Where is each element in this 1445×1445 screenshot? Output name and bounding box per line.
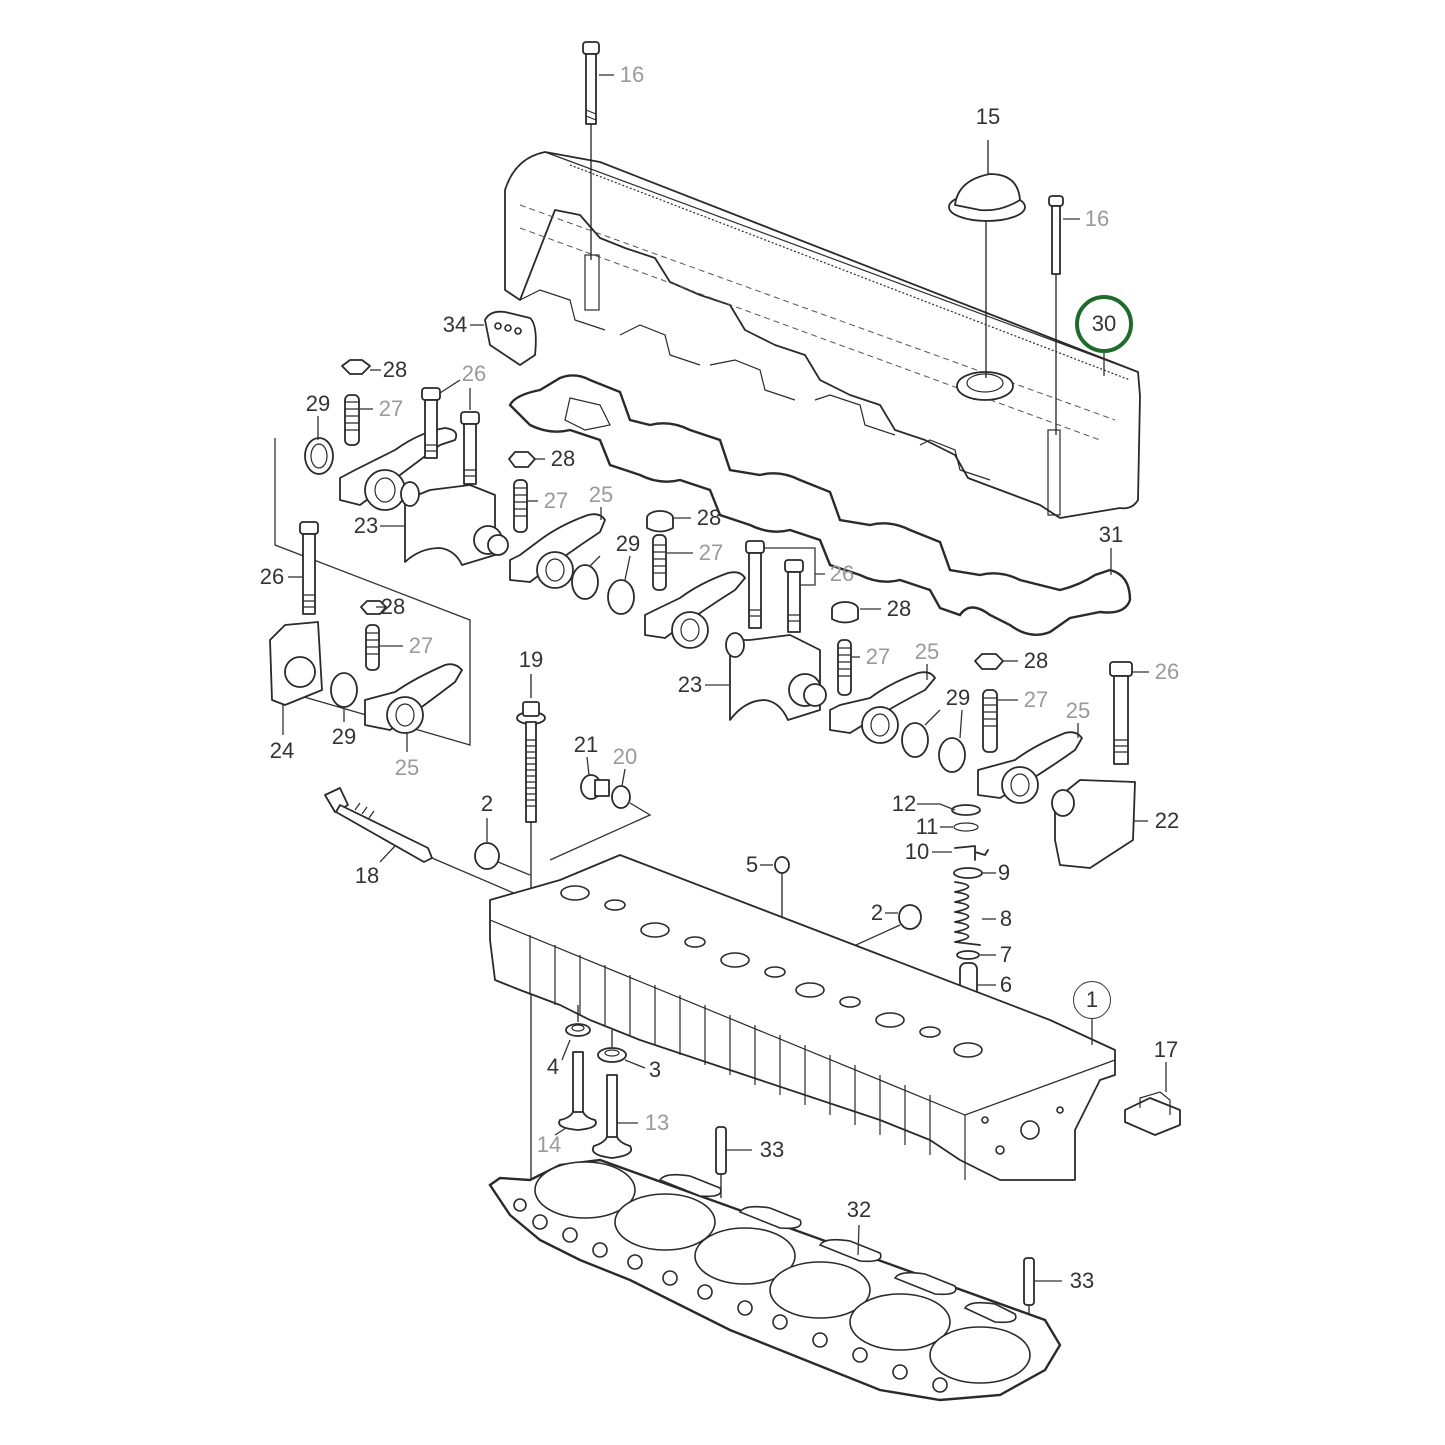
callout-guide-pin: 33: [1069, 1268, 1095, 1293]
callout-valve-spring: 8: [999, 906, 1013, 931]
valve-cover-bolt-right: [1048, 195, 1080, 435]
valve-cover-bolt-left: [582, 41, 614, 260]
bracket-34: [470, 310, 537, 366]
callout-lock-nut: 28: [550, 446, 576, 471]
highlight-ring: [1075, 295, 1133, 353]
callout-cylinder-head-gasket: 32: [846, 1197, 872, 1222]
callout-circlip: 29: [331, 724, 357, 749]
callout-circlip: 29: [615, 531, 641, 556]
callout-bolt-long: 18: [354, 863, 380, 888]
callout-valve-bridge: 10: [904, 839, 930, 864]
callout-spring-washer: 7: [999, 942, 1013, 967]
valve-cover-gasket: [508, 374, 1132, 636]
callout-cylinder-head-bolt: 19: [518, 647, 544, 672]
callout-exhaust-valve: 14: [536, 1132, 562, 1157]
sensor-bracket-17: [1124, 1062, 1181, 1136]
callout-rocker-bracket-end: 24: [269, 738, 295, 763]
cylinder-head-bolt: [516, 674, 546, 1200]
callout-adjusting-screw: 27: [378, 396, 404, 421]
valve-cover: [504, 151, 1141, 519]
cylinder-head-gasket: [488, 1158, 1062, 1402]
callout-bracket: 34: [442, 312, 468, 337]
callout-rocker-arm: 25: [394, 755, 420, 780]
callout-rocker-arm: 25: [914, 639, 940, 664]
callout-rocker-bracket: 23: [353, 513, 379, 538]
callout-lock-nut: 28: [382, 357, 408, 382]
callout-valve-cover: 30: [1091, 311, 1117, 336]
callout-lock-nut: 28: [886, 596, 912, 621]
callout-rocker-bracket: 23: [677, 672, 703, 697]
callout-bolt: 26: [1154, 659, 1180, 684]
callout-oil-filler-cap: 15: [975, 104, 1001, 129]
plug-21-and-washer-20: [549, 756, 652, 861]
callout-adjusting-screw: 27: [1023, 687, 1049, 712]
callout-bolt: 26: [829, 561, 855, 586]
callout-plug: 5: [745, 852, 759, 877]
callout-circle: [1073, 981, 1111, 1019]
left-end-group: [269, 521, 463, 752]
callout-sensor-bracket: 17: [1153, 1037, 1179, 1062]
guide-pins: [715, 1126, 1062, 1328]
callout-valve-seat-exhaust: 4: [546, 1054, 560, 1079]
callout-valve-collet: 11: [915, 814, 939, 839]
callout-valve-guide: 6: [999, 972, 1013, 997]
callout-valve-cover-bolt: 16: [1084, 206, 1110, 231]
right-rocker-group: [829, 601, 1149, 869]
callout-rocker-arm: 25: [1065, 698, 1091, 723]
callout-guide-pin: 33: [759, 1137, 785, 1162]
callout-core-plug: 2: [870, 900, 884, 925]
callout-bolt: 26: [259, 564, 285, 589]
callout-adjusting-screw: 27: [408, 633, 434, 658]
callout-rocker-bracket-end: 22: [1154, 808, 1180, 833]
callout-adjusting-screw: 27: [865, 644, 891, 669]
callout-adjusting-screw: 27: [543, 488, 569, 513]
callout-sealing-washer: 20: [612, 744, 638, 769]
callout-valve-seat-inlet: 3: [648, 1057, 662, 1082]
callout-lock-nut: 28: [1023, 648, 1049, 673]
callout-rocker-arm: 25: [588, 482, 614, 507]
callout-adjusting-screw: 27: [698, 540, 724, 565]
callout-cylinder-head: 1: [1085, 987, 1099, 1012]
callout-bolt: 26: [461, 361, 487, 386]
callout-lock-nut: 28: [380, 594, 406, 619]
callout-valve-cap: 12: [891, 791, 917, 816]
callout-circlip: 29: [945, 685, 971, 710]
oil-filler-cap: [948, 140, 1026, 378]
callout-core-plug: 2: [480, 791, 494, 816]
bolt-long-18: [324, 787, 531, 901]
callout-valve-cover-gasket: 31: [1098, 522, 1124, 547]
callout-circlip: 29: [305, 391, 331, 416]
left-rocker-group: [274, 359, 509, 746]
callout-valve-cover-bolt: 16: [619, 62, 645, 87]
middle-rocker-group: [508, 451, 827, 721]
callout-spring-retainer: 9: [997, 860, 1011, 885]
valves-and-seats: [554, 1005, 646, 1159]
callout-inlet-valve: 13: [644, 1110, 670, 1135]
cylinder-head: [489, 854, 1116, 1181]
callout-lock-nut: 28: [696, 505, 722, 530]
callout-plug: 21: [573, 732, 599, 757]
core-plugs-2: [474, 818, 922, 951]
